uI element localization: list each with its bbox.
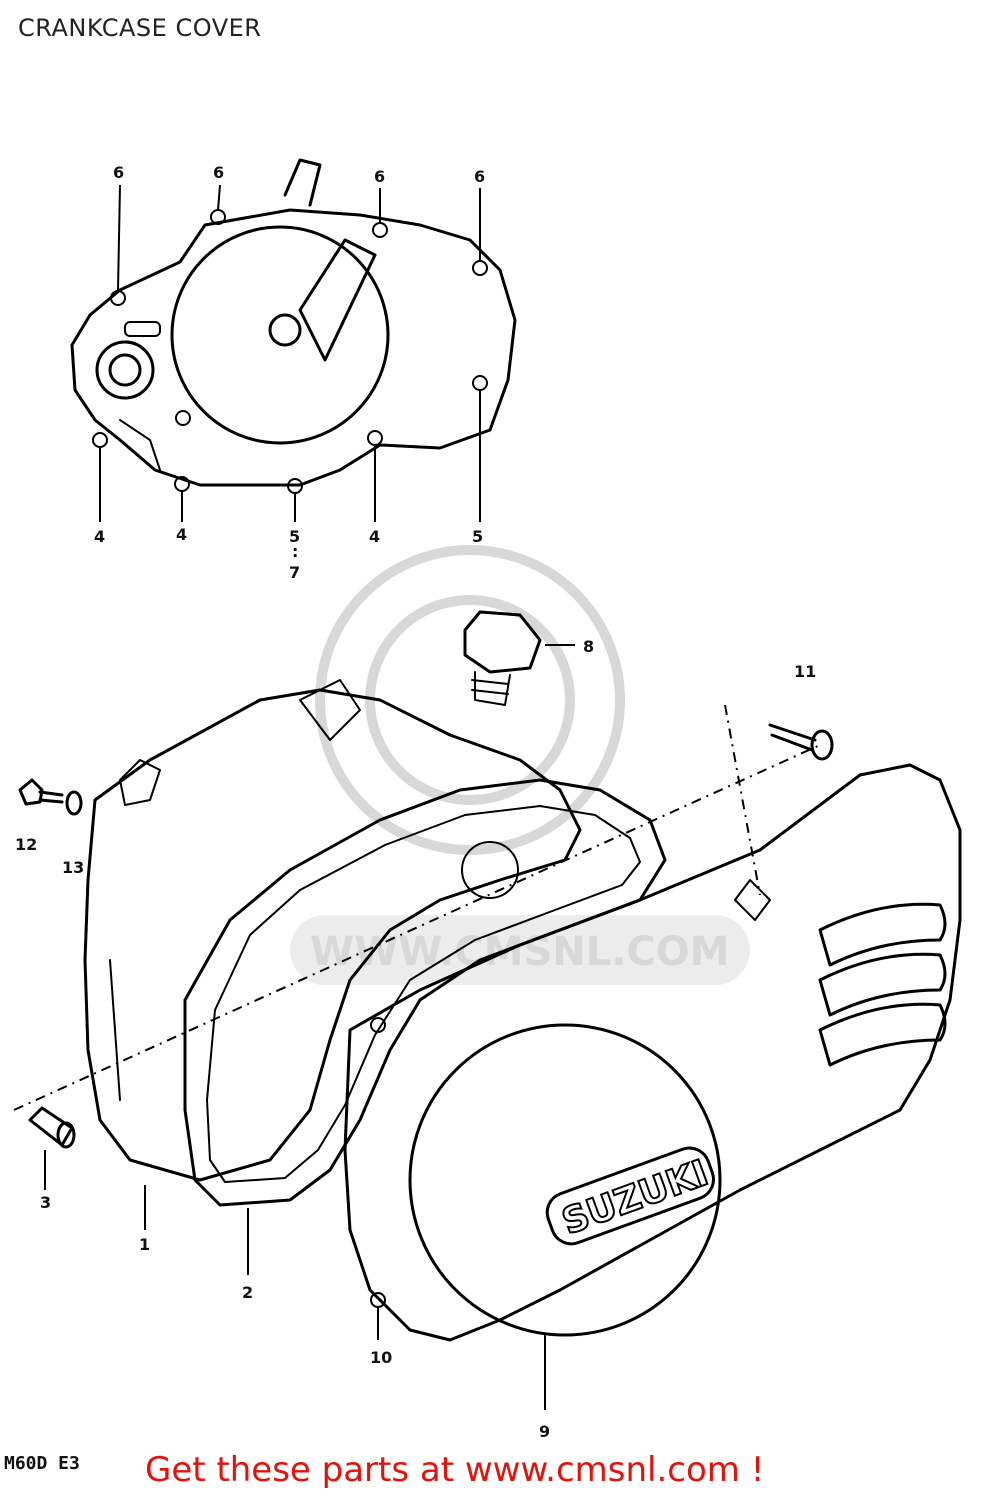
screw-part-11: [768, 723, 834, 761]
part-label-6: 6: [474, 167, 485, 186]
bolt-part-12: [18, 778, 64, 806]
part-label-4: 4: [94, 527, 105, 546]
part-label-6: 6: [213, 163, 224, 182]
part-label-13: 13: [62, 858, 84, 877]
part-label-6: 6: [113, 163, 124, 182]
part-label-9: 9: [539, 1422, 550, 1441]
oil-filler-cap-part-8: [463, 610, 542, 706]
outer-cover-part-9: SUZUKI: [343, 763, 962, 1342]
part-label-8: 8: [583, 637, 594, 656]
part-label-10: 10: [370, 1348, 392, 1367]
model-code: M60D E3: [4, 1453, 80, 1474]
suzuki-logo: SUZUKI: [545, 1146, 715, 1246]
crankcase-cover-part-1: [83, 679, 582, 1182]
part-label-1: 1: [139, 1235, 150, 1254]
inner-cover-view: [70, 158, 517, 494]
part-label-7: 7: [289, 563, 300, 582]
watermark-text: WWW.CMSNL.COM: [310, 929, 730, 975]
part-label-5: 5: [289, 527, 300, 546]
upper-leader-lines: [99, 184, 481, 522]
part-label-3: 3: [40, 1193, 51, 1212]
alignment-line-dowel: [13, 744, 821, 1111]
part-label-11: 11: [794, 662, 816, 681]
footer-link-text[interactable]: Get these parts at www.cmsnl.com !: [145, 1450, 765, 1490]
washer-part-13: [65, 790, 83, 816]
part-label-5: 5: [472, 527, 483, 546]
page-title: CRANKCASE COVER: [18, 14, 262, 42]
part-label-4: 4: [369, 527, 380, 546]
alignment-line-screw: [724, 704, 761, 896]
part-label-group: 6 6 6 6 4 4 5 : 7 4 5 8 11 12 13 3 1 2 1…: [15, 163, 816, 1441]
part-label-12: 12: [15, 835, 37, 854]
lower-leader-lines: [44, 644, 575, 1410]
part-label-2: 2: [242, 1283, 253, 1302]
label-separator: :: [292, 542, 298, 561]
part-label-6: 6: [374, 167, 385, 186]
dowel-pin-part-3: [28, 1106, 76, 1149]
part-label-4: 4: [176, 525, 187, 544]
gasket-part-2: [183, 778, 667, 1207]
